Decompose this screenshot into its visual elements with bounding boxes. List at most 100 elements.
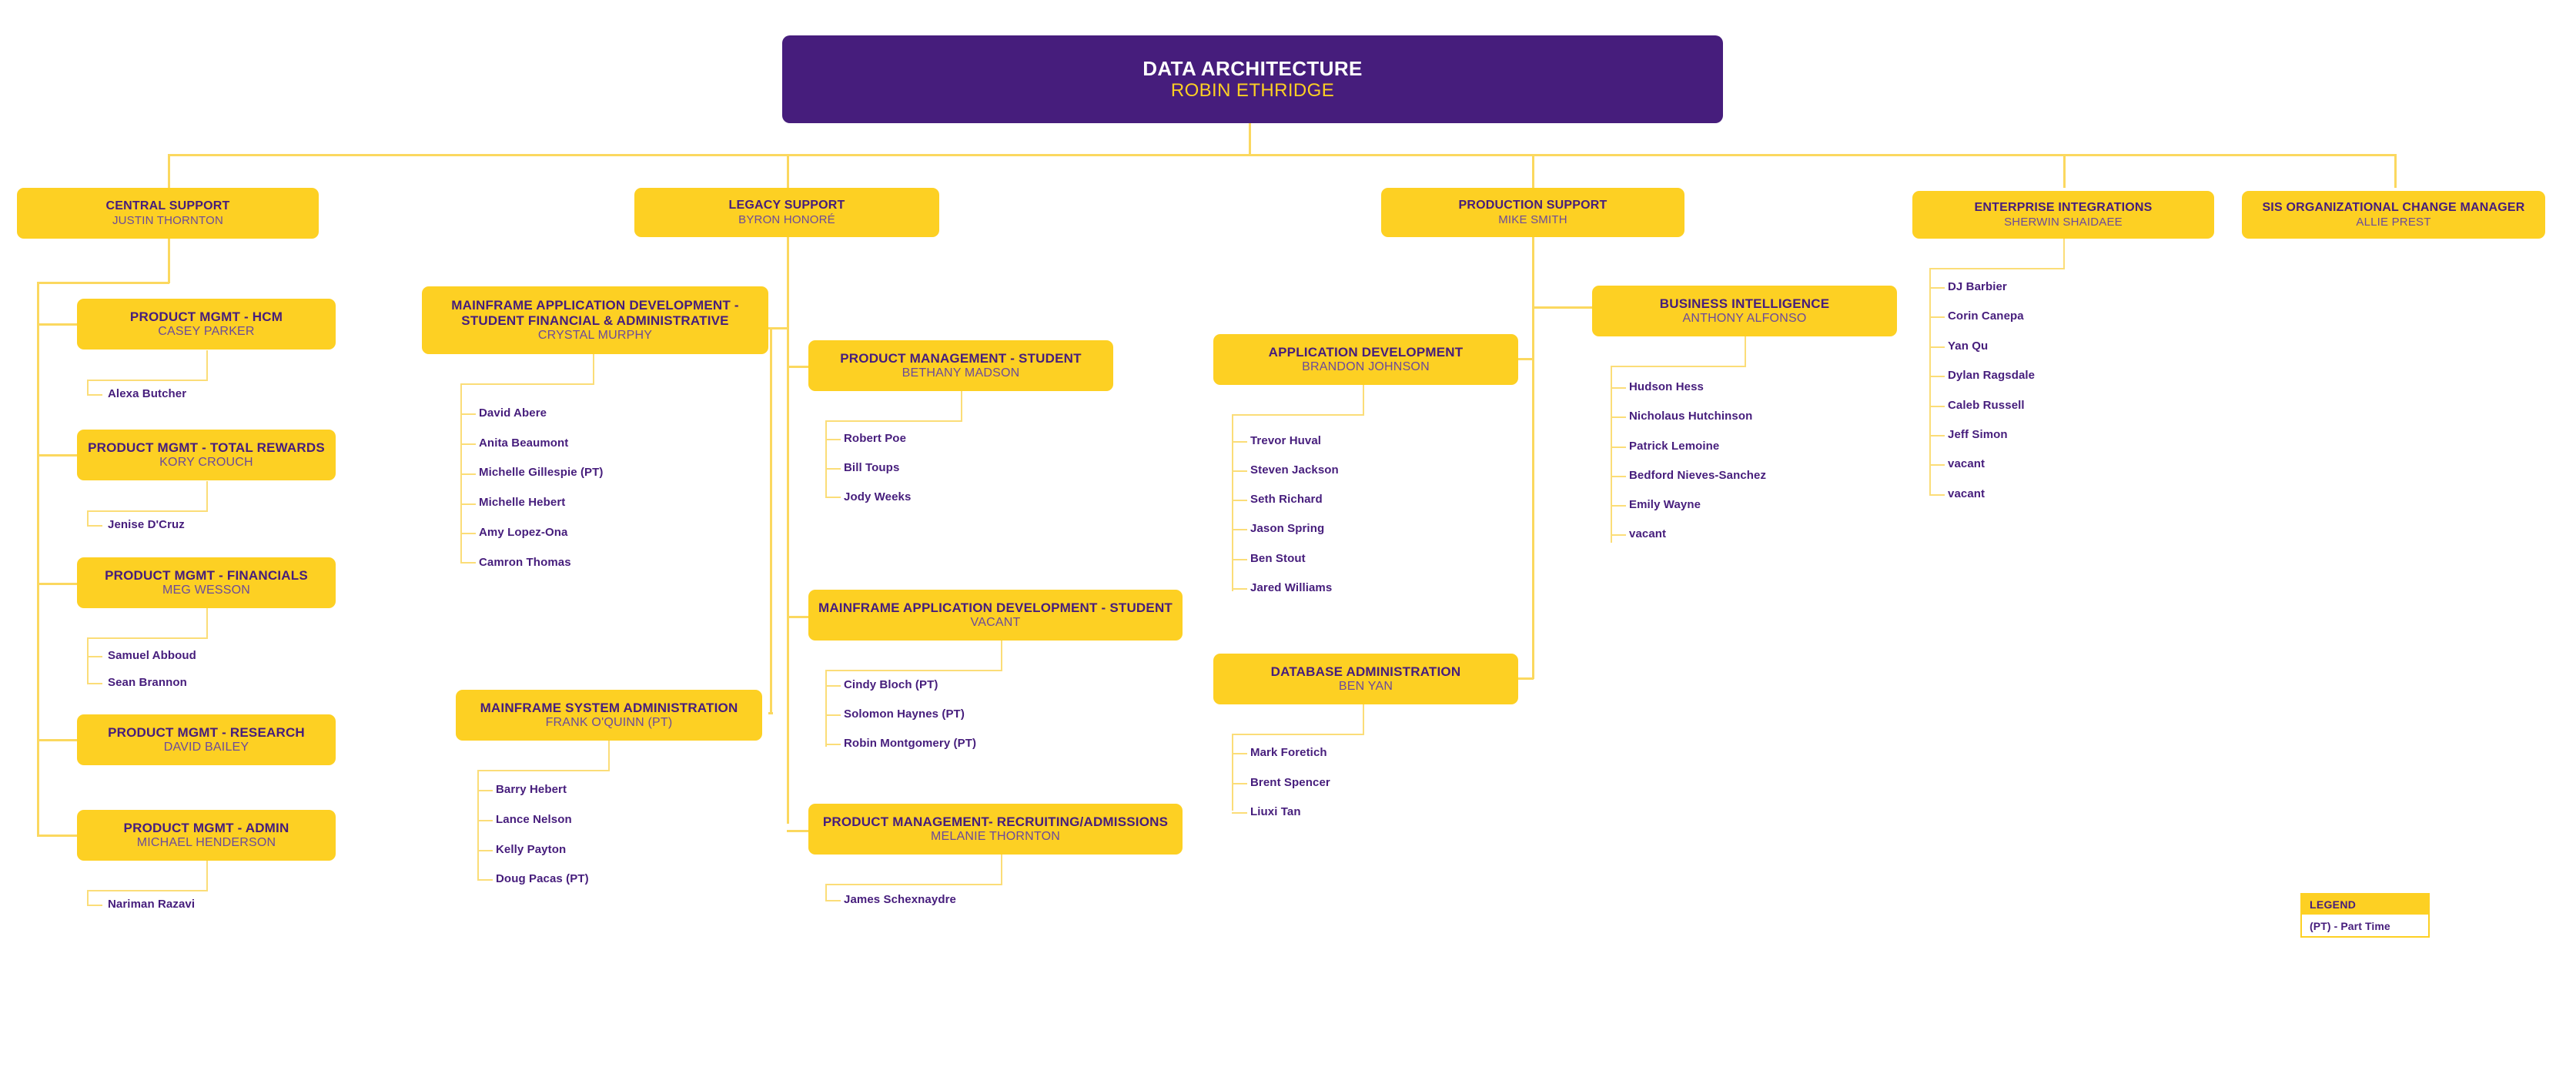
node-central-support[interactable]: CENTRAL SUPPORT JUSTIN THORNTON [17, 188, 319, 239]
node-product-mgmt-research[interactable]: PRODUCT MGMT - RESEARCH DAVID BAILEY [77, 714, 336, 765]
staff-dj-barbier: DJ Barbier [1948, 280, 2007, 293]
staff-doug-pacas: Doug Pacas (PT) [496, 872, 589, 885]
connector-ei-leaf-8 [1929, 494, 1945, 496]
connector-mfads-stem [1001, 641, 1002, 671]
connector-drop-sis [2394, 154, 2397, 188]
connector-ei-leaf-6 [1929, 435, 1945, 436]
staff-samuel-abboud: Samuel Abboud [108, 649, 196, 662]
connector-pms-leaf-3 [825, 497, 841, 498]
node-product-management-recruiting-admissions[interactable]: PRODUCT MANAGEMENT- RECRUITING/ADMISSION… [808, 804, 1183, 855]
connector-mfsfa-leaf-4 [460, 503, 476, 505]
node-person: MICHAEL HENDERSON [136, 835, 276, 849]
node-person: BETHANY MADSON [902, 366, 1020, 380]
connector-mfsa-leaf-3 [477, 850, 493, 851]
node-person: MELANIE THORNTON [931, 829, 1060, 843]
node-person: BEN YAN [1338, 679, 1393, 693]
connector-central-stem [168, 239, 170, 283]
connector-central-branch-1 [37, 323, 77, 326]
connector-admin-spine [87, 890, 89, 906]
connector-root-stem [1249, 123, 1251, 156]
staff-alexa-butcher: Alexa Butcher [108, 387, 187, 400]
connector-mfads-leaf-1 [825, 685, 841, 687]
connector-ra-stem [1001, 855, 1002, 885]
connector-central-branch-4 [37, 739, 77, 741]
staff-kelly-payton: Kelly Payton [496, 843, 567, 856]
staff-mark-foretich: Mark Foretich [1250, 746, 1327, 759]
node-title: BUSINESS INTELLIGENCE [1659, 296, 1830, 311]
node-enterprise-integrations[interactable]: ENTERPRISE INTEGRATIONS SHERWIN SHAIDAEE [1912, 191, 2214, 239]
node-product-mgmt-hcm[interactable]: PRODUCT MGMT - HCM CASEY PARKER [77, 299, 336, 350]
node-product-mgmt-admin[interactable]: PRODUCT MGMT - ADMIN MICHAEL HENDERSON [77, 810, 336, 861]
node-product-mgmt-total-rewards[interactable]: PRODUCT MGMT - TOTAL REWARDS KORY CROUCH [77, 430, 336, 480]
staff-camron-thomas: Camron Thomas [479, 556, 571, 569]
connector-drop-legacy [787, 154, 789, 188]
node-mainframe-app-dev-student[interactable]: MAINFRAME APPLICATION DEVELOPMENT - STUD… [808, 590, 1183, 641]
staff-yan-qu: Yan Qu [1948, 339, 1989, 353]
node-business-intelligence[interactable]: BUSINESS INTELLIGENCE ANTHONY ALFONSO [1592, 286, 1897, 336]
staff-robert-poe: Robert Poe [844, 432, 907, 445]
connector-mfsa-leaf-4 [477, 879, 493, 881]
connector-appdev-stem [1363, 385, 1364, 416]
connector-mfsa-stem [608, 741, 610, 771]
node-person: ROBIN ETHRIDGE [1170, 80, 1335, 102]
connector-mfsfa-leaf-3 [460, 473, 476, 475]
node-mainframe-system-administration[interactable]: MAINFRAME SYSTEM ADMINISTRATION FRANK O'… [456, 690, 762, 741]
connector-mfads-spine [825, 670, 827, 747]
connector-mfsfa-elbow [460, 383, 594, 385]
connector-mfsa-elbow [477, 770, 610, 771]
node-root-data-architecture[interactable]: DATA ARCHITECTURE ROBIN ETHRIDGE [782, 35, 1723, 123]
connector-drop-enterprise [2063, 154, 2066, 188]
staff-hudson-hess: Hudson Hess [1629, 380, 1704, 393]
node-title: MAINFRAME SYSTEM ADMINISTRATION [480, 700, 738, 715]
staff-david-abere: David Abere [479, 406, 547, 420]
connector-ei-leaf-3 [1929, 346, 1945, 348]
connector-fin-leaf-1 [87, 656, 102, 657]
staff-caleb-russell: Caleb Russell [1948, 399, 2025, 412]
connector-hcm-elbow [87, 380, 208, 381]
connector-ra-elbow [825, 884, 1002, 885]
connector-mfsfa-stem [593, 354, 594, 385]
staff-michelle-hebert: Michelle Hebert [479, 496, 566, 509]
staff-liuxi-tan: Liuxi Tan [1250, 805, 1301, 818]
connector-central-branch-3 [37, 583, 77, 585]
connector-appdev-leaf-4 [1232, 529, 1247, 530]
connector-production-branch-dba [1514, 677, 1534, 680]
connector-tr-stem [206, 481, 208, 512]
node-person: MEG WESSON [162, 583, 250, 597]
node-person: SHERWIN SHAIDAEE [2004, 215, 2123, 229]
node-database-administration[interactable]: DATABASE ADMINISTRATION BEN YAN [1213, 654, 1518, 704]
connector-tr-spine [87, 510, 89, 527]
connector-pms-stem [961, 391, 962, 422]
node-product-management-student[interactable]: PRODUCT MANAGEMENT - STUDENT BETHANY MAD… [808, 340, 1113, 391]
staff-bedford-nieves-sanchez: Bedford Nieves-Sanchez [1629, 469, 1767, 482]
node-legacy-support[interactable]: LEGACY SUPPORT BYRON HONORÉ [634, 188, 939, 237]
staff-cindy-bloch: Cindy Bloch (PT) [844, 678, 938, 691]
connector-top-bus [168, 154, 2394, 156]
connector-dba-stem [1363, 704, 1364, 735]
staff-steven-jackson: Steven Jackson [1250, 463, 1339, 477]
staff-barry-hebert: Barry Hebert [496, 783, 567, 796]
node-title: PRODUCT MGMT - FINANCIALS [105, 567, 308, 583]
staff-patrick-lemoine: Patrick Lemoine [1629, 440, 1720, 453]
node-production-support[interactable]: PRODUCTION SUPPORT MIKE SMITH [1381, 188, 1684, 237]
connector-appdev-leaf-3 [1232, 500, 1247, 501]
connector-legacy-spine [770, 327, 772, 712]
connector-bi-stem [1745, 336, 1746, 367]
staff-trevor-huval: Trevor Huval [1250, 434, 1322, 447]
connector-ra-spine [825, 884, 827, 901]
connector-pms-leaf-1 [825, 439, 841, 440]
connector-central-elbow [37, 282, 169, 284]
connector-fin-leaf-2 [87, 683, 102, 684]
node-sis-organizational-change-manager[interactable]: SIS ORGANIZATIONAL CHANGE MANAGER ALLIE … [2242, 191, 2545, 239]
connector-pms-elbow [825, 420, 962, 422]
staff-jared-williams: Jared Williams [1250, 581, 1333, 594]
staff-dylan-ragsdale: Dylan Ragsdale [1948, 369, 2036, 382]
connector-mfads-elbow [825, 670, 1002, 671]
connector-fin-elbow [87, 637, 208, 639]
node-application-development[interactable]: APPLICATION DEVELOPMENT BRANDON JOHNSON [1213, 334, 1518, 385]
connector-mfads-leaf-2 [825, 714, 841, 716]
node-mainframe-app-dev-student-financial-admin[interactable]: MAINFRAME APPLICATION DEVELOPMENT - STUD… [422, 286, 768, 354]
node-product-mgmt-financials[interactable]: PRODUCT MGMT - FINANCIALS MEG WESSON [77, 557, 336, 608]
connector-ei-stem [2063, 239, 2065, 269]
connector-ra-leaf-1 [825, 900, 841, 901]
